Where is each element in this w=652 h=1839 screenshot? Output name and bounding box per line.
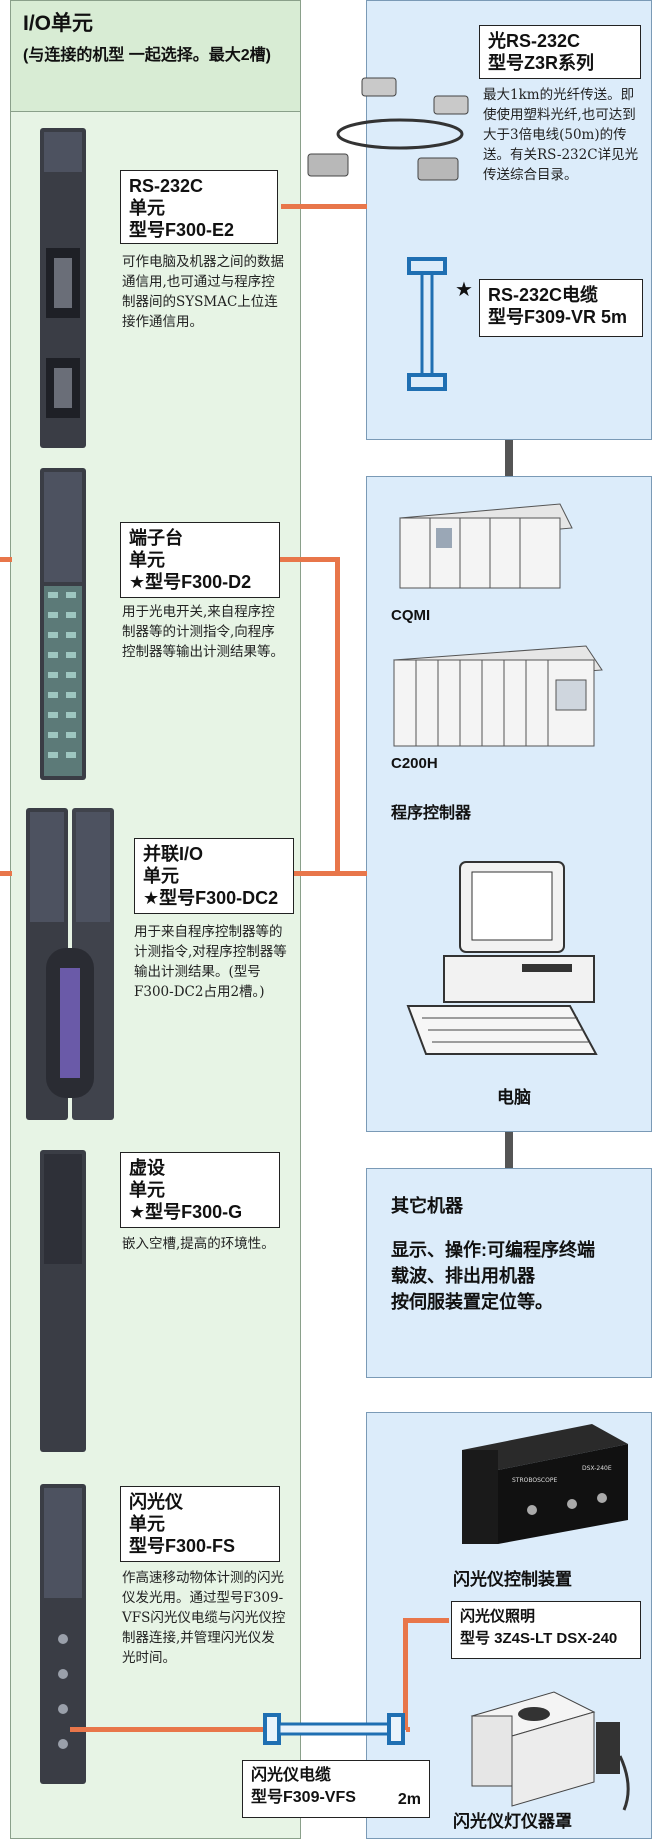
other-devices-body: 显示、操作:可编程序终端 载波、排出用机器 按伺服装置定位等。 [391, 1240, 595, 1312]
io-panel-header: I/O单元 (与连接的机型 一起选择。最大2槽) [10, 0, 301, 112]
other-devices-panel: 其它机器 显示、操作:可编程序终端 载波、排出用机器 按伺服装置定位等。 [366, 1168, 652, 1378]
parallel-io-unit-label: 并联I/O 单元 ★型号F300-DC2 [134, 838, 294, 914]
rs232c-connection-line [281, 204, 367, 209]
dummy-unit-label: 虚设 单元 ★型号F300-G [120, 1152, 280, 1228]
rs232c-unit-desc: 可作电脑及机器之间的数据通信用,也可通过与程序控制器间的SYSMAC上位连接作通… [122, 254, 284, 330]
strobe-controller-label: 闪光仪控制装置 [453, 1570, 572, 1589]
rs232c-cable-icon [407, 257, 447, 391]
optical-transceiver-image [307, 77, 469, 181]
rs232c-cable-label: RS-232C电缆 型号F309-VR 5m [479, 279, 643, 337]
parallel-io-unit-image [26, 808, 114, 1120]
dummy-unit-image [40, 1150, 86, 1452]
cqm1-plc-image [399, 503, 573, 589]
plc-vertical-connector [335, 557, 340, 874]
parallel-io-unit-desc: 用于来自程序控制器等的计测指令,对程序控制器等输出计测结果。(型号F300-DC… [134, 924, 287, 1000]
strobe-cable-label: 闪光仪电缆 型号F309-VFS 2m [242, 1760, 430, 1818]
io-panel-subtitle: (与连接的机型 一起选择。最大2槽) [23, 47, 272, 64]
pc-label: 电脑 [497, 1088, 531, 1107]
parallel-io-connection-line [294, 871, 367, 876]
strobe-controller-vertical-line [403, 1618, 408, 1730]
cqm1-label: CQMI [391, 607, 431, 624]
c200h-label: C200H [391, 755, 438, 772]
bus-connector [505, 440, 513, 476]
strobe-cable-icon [263, 1713, 405, 1745]
strobe-cable-name: 闪光仪电缆 型号F309-VFS [251, 1767, 356, 1806]
plc-label: 程序控制器 [391, 805, 472, 822]
rs232-peripheral-panel: 光RS-232C 型号Z3R系列 最大1km的光纤传送。即使使用塑料光纤,也可达… [366, 0, 652, 440]
dummy-unit-desc: 嵌入空槽,提高的环境性。 [122, 1236, 275, 1252]
optical-rs232c-label: 光RS-232C 型号Z3R系列 [479, 25, 641, 79]
rs232c-unit-image [40, 128, 86, 448]
strobe-controller-image: STROBOSCOPE DSX-240E [462, 1424, 628, 1544]
strobe-unit-desc: 作高速移动物体计测的闪光仪发光用。通过型号F309-VFS闪光仪电缆与闪光仪控制… [122, 1570, 286, 1666]
optical-rs232c-desc: 最大1km的光纤传送。即使使用塑料光纤,也可达到大于3倍电线(50m)的传送。有… [483, 87, 639, 183]
terminal-block-unit-label: 端子台 单元 ★型号F300-D2 [120, 522, 280, 598]
terminal-block-unit-image [40, 468, 86, 780]
strobe-controller-stub [403, 1618, 449, 1623]
strobe-cover-label: 闪光仪灯仪器罩 [453, 1812, 572, 1831]
connector-stub [0, 871, 12, 876]
strobe-controller-model: DSX-240E [582, 1465, 612, 1472]
strobe-unit-label: 闪光仪 单元 型号F300-FS [120, 1486, 280, 1562]
strobe-unit-image [40, 1484, 86, 1784]
star-icon: ★ [455, 279, 473, 301]
rs232c-unit-label: RS-232C 单元 型号F300-E2 [120, 170, 278, 244]
io-panel-title: I/O单元 [23, 12, 94, 35]
strobe-controller-brand: STROBOSCOPE [512, 1477, 557, 1484]
terminal-block-unit-desc: 用于光电开关,来自程序控制器等的计测指令,向程序控制器等输出计测结果等。 [122, 604, 284, 660]
strobe-lamp-cover-image [470, 1691, 630, 1811]
strobe-cable-tail [406, 1727, 410, 1732]
strobe-unit-connection-line [70, 1727, 266, 1732]
terminal-connection-line [280, 557, 340, 562]
computer-image [406, 861, 598, 1055]
strobe-lighting-label: 闪光仪照明 型号 3Z4S-LT DSX-240 [451, 1601, 641, 1659]
other-devices-title: 其它机器 [391, 1196, 463, 1216]
strobe-cable-length: 2m [397, 1791, 421, 1808]
c200h-plc-image [393, 645, 603, 747]
bus-connector [505, 1132, 513, 1168]
connector-stub [0, 557, 12, 562]
